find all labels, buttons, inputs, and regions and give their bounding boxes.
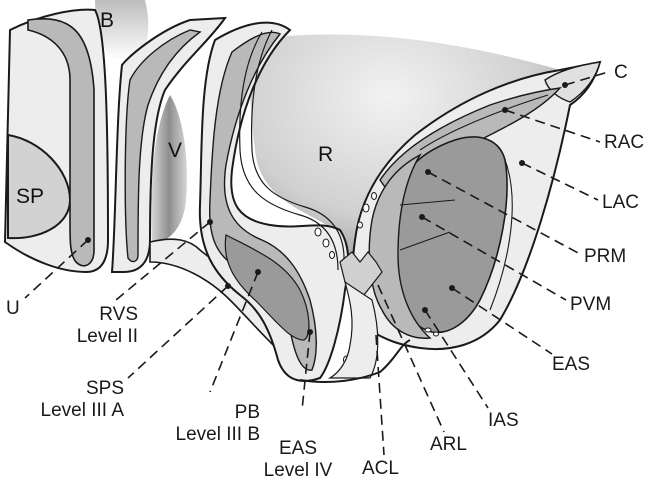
label-rvs-group: RVS Level II [76,304,138,348]
label-pvm: PVM [570,294,611,316]
label-b: B [100,10,114,32]
label-prm: PRM [584,246,626,268]
label-pb: PB [144,402,260,424]
label-eas-level: Level IV [246,460,350,482]
label-acl: ACL [362,458,399,480]
label-c: C [614,62,628,84]
label-arl: ARL [430,434,467,456]
label-v: V [168,140,182,162]
label-eas-level-group: EAS Level IV [246,438,350,482]
label-eas: EAS [552,354,590,376]
label-rvs: RVS [76,304,138,326]
label-ias: IAS [488,410,519,432]
label-u: U [6,298,20,320]
label-sps-group: SPS Level III A [6,378,124,422]
label-rac: RAC [604,132,644,154]
label-lac: LAC [602,192,639,214]
label-sp: SP [16,186,44,208]
label-sps-level: Level III A [6,400,124,422]
label-eas-level-name: EAS [246,438,350,460]
label-r: R [318,144,333,166]
label-sps: SPS [6,378,124,400]
label-pb-group: PB Level III B [144,402,260,446]
label-pb-level: Level III B [144,424,260,446]
label-rvs-level: Level II [76,326,138,348]
